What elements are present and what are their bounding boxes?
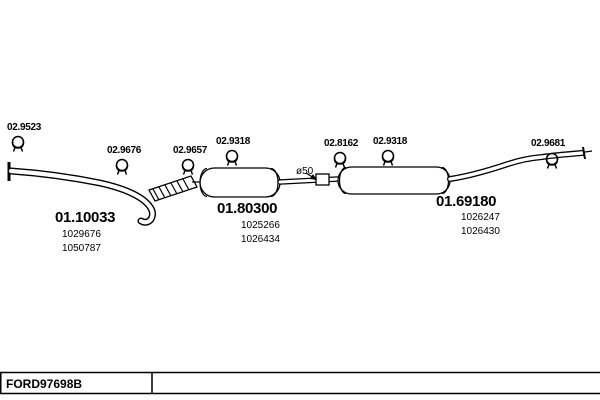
tail-pipe-tip-line <box>584 150 593 153</box>
centre-muffler-label: 01.80300 <box>217 200 277 217</box>
front-pipe-label: 01.10033 <box>55 209 115 226</box>
clamp-2-label: 02.9676 <box>107 145 142 156</box>
clamp-3-icon <box>181 158 195 176</box>
rear-muffler <box>337 166 451 195</box>
clamp-5-icon <box>333 151 347 169</box>
rear-muffler-endcap-left <box>338 166 347 195</box>
front-pipe <box>7 162 156 226</box>
centre-muffler <box>199 167 341 198</box>
centre-muffler-ref-1: 1025266 <box>241 220 280 231</box>
clamp-5-label: 02.8162 <box>324 138 359 149</box>
flex-band <box>148 175 198 202</box>
flex-joint <box>148 175 204 202</box>
flex-hatch <box>176 180 184 193</box>
clamp-4-label: 02.9318 <box>216 136 251 147</box>
front-pipe-ref-2: 1050787 <box>62 243 101 254</box>
footer-table: FORD97698B <box>0 371 600 395</box>
centre-muffler-body <box>199 167 281 198</box>
rear-muffler-ref-1: 1026247 <box>461 212 500 223</box>
flex-hatch <box>158 186 166 199</box>
clamp-6-icon <box>381 149 395 167</box>
pipe-diameter-arrowhead <box>310 174 317 180</box>
front-pipe-fill <box>8 168 155 225</box>
footer-code: FORD97698B <box>6 377 82 391</box>
tail-pipe-tip <box>582 146 586 160</box>
front-pipe-ref-1: 1029676 <box>62 229 101 240</box>
flex-hatch <box>164 184 172 197</box>
flex-hatch <box>152 188 160 201</box>
clamp-6-label: 02.9318 <box>373 136 408 147</box>
centre-muffler-endcap-left <box>199 167 208 198</box>
rear-muffler-label: 01.69180 <box>436 193 496 210</box>
pipe-diameter-label: ø50 <box>296 166 314 177</box>
centre-muffler-ref-2: 1026434 <box>241 234 280 245</box>
clamp-1-label: 02.9523 <box>7 122 42 133</box>
flex-hatch <box>182 178 190 191</box>
pipe-diameter-annotation: ø50 <box>296 166 317 180</box>
clamp-2-icon <box>115 158 129 176</box>
flex-hatch <box>170 182 178 195</box>
tail-pipe <box>447 146 593 182</box>
rear-muffler-ref-2: 1026430 <box>461 226 500 237</box>
tail-pipe-fill <box>448 151 584 181</box>
clamp-3-label: 02.9657 <box>173 145 208 156</box>
pipe-sleeve-joint <box>315 173 330 186</box>
clamp-4-icon <box>225 149 239 167</box>
clamp-1-icon <box>11 135 25 153</box>
clamp-7-label: 02.9681 <box>531 138 566 149</box>
rear-muffler-body <box>337 166 451 195</box>
